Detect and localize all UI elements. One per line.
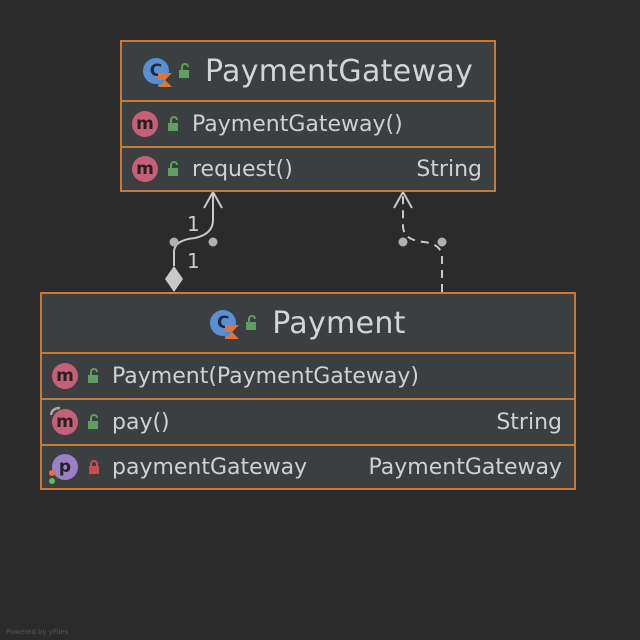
class-name: Payment [272,305,406,341]
member-name: paymentGateway [112,454,308,480]
footer-credit: Powered by yFiles [6,628,69,636]
method-icon: m [132,111,158,137]
class-name: PaymentGateway [204,53,474,89]
class-header[interactable]: C Payment [42,294,574,354]
override-method-icon: m [50,406,78,435]
locked-icon [89,460,99,474]
unlocked-icon [88,368,98,383]
composition-edge [173,189,223,266]
edge-handle [208,237,218,247]
member-name: PaymentGateway() [192,111,403,137]
dependency-edge [393,189,443,292]
unlocked-icon [88,414,98,429]
unlocked-icon [168,116,178,131]
kotlin-class-icon: C [210,310,240,339]
member-row[interactable]: m request() String [122,148,494,190]
class-box-paymentgateway[interactable]: C PaymentGateway m PaymentGateway() m re… [120,40,496,192]
member-row[interactable]: p paymentGateway PaymentGateway [42,446,574,488]
member-type: PaymentGateway [368,454,563,480]
edge-handle [398,237,408,247]
composition-diamond [165,266,183,292]
unlocked-icon [168,161,178,176]
kotlin-class-icon: C [142,58,172,87]
edge-handle [169,237,179,247]
member-name: pay() [112,409,170,435]
member-name: Payment(PaymentGateway) [112,363,419,389]
property-icon: p [49,454,78,484]
class-box-payment[interactable]: C Payment m Payment(PaymentGateway) m pa… [40,292,576,490]
unlocked-icon [246,315,257,330]
edge-handle [437,237,447,247]
unlocked-icon [178,63,189,78]
member-type: String [416,156,482,182]
member-row[interactable]: m pay() String [42,400,574,446]
member-row[interactable]: m Payment(PaymentGateway) [42,354,574,400]
multiplicity-target: 1 [187,212,200,236]
method-icon: m [52,363,78,389]
method-icon: m [132,156,158,182]
member-type: String [496,409,562,435]
multiplicity-source: 1 [187,249,200,273]
member-name: request() [192,156,293,182]
class-header[interactable]: C PaymentGateway [122,42,494,102]
member-row[interactable]: m PaymentGateway() [122,102,494,148]
